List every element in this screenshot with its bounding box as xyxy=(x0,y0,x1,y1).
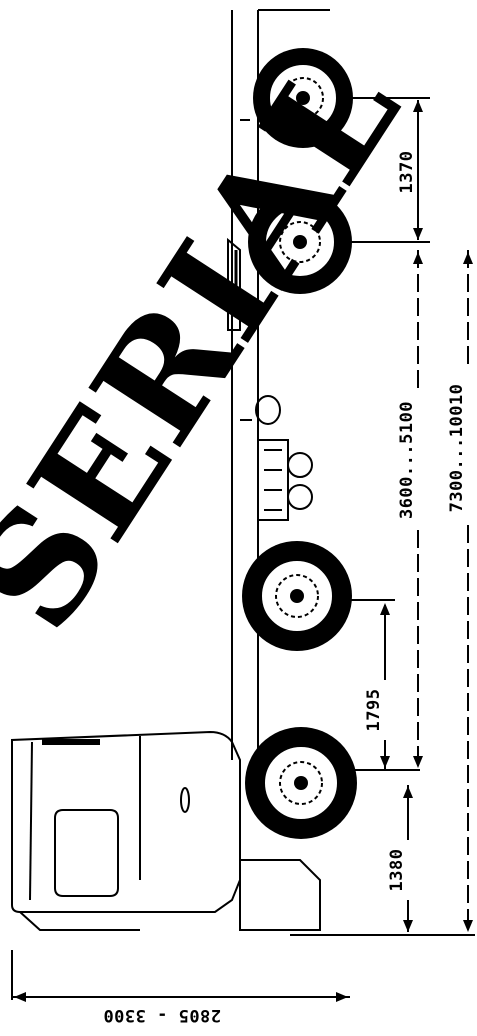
dimension-lines xyxy=(11,97,475,1000)
dimension-arrows xyxy=(14,100,473,1002)
wheel-front-1 xyxy=(245,727,357,839)
dim-wheelbase-label: 3600...5100 xyxy=(397,401,417,519)
truck-cab xyxy=(11,730,360,936)
dim-overall-length-label: 7300...10010 xyxy=(447,384,467,513)
serial-watermark: SERIAL xyxy=(0,28,433,660)
wheel-rear-2 xyxy=(253,48,353,148)
dim-rear-tandem-label: 1370 xyxy=(397,151,417,194)
dim-front-overhang-label: 1380 xyxy=(387,849,407,892)
chassis-frame xyxy=(231,9,330,760)
wheel-front-2 xyxy=(242,541,352,651)
mudguard xyxy=(227,237,241,331)
wheel-rear-1 xyxy=(248,190,352,294)
fuel-tank xyxy=(255,395,313,521)
dim-cab-height-label: 2805 - 3300 xyxy=(103,1005,221,1025)
dim-axle-spacing-label: 1795 xyxy=(364,689,384,732)
